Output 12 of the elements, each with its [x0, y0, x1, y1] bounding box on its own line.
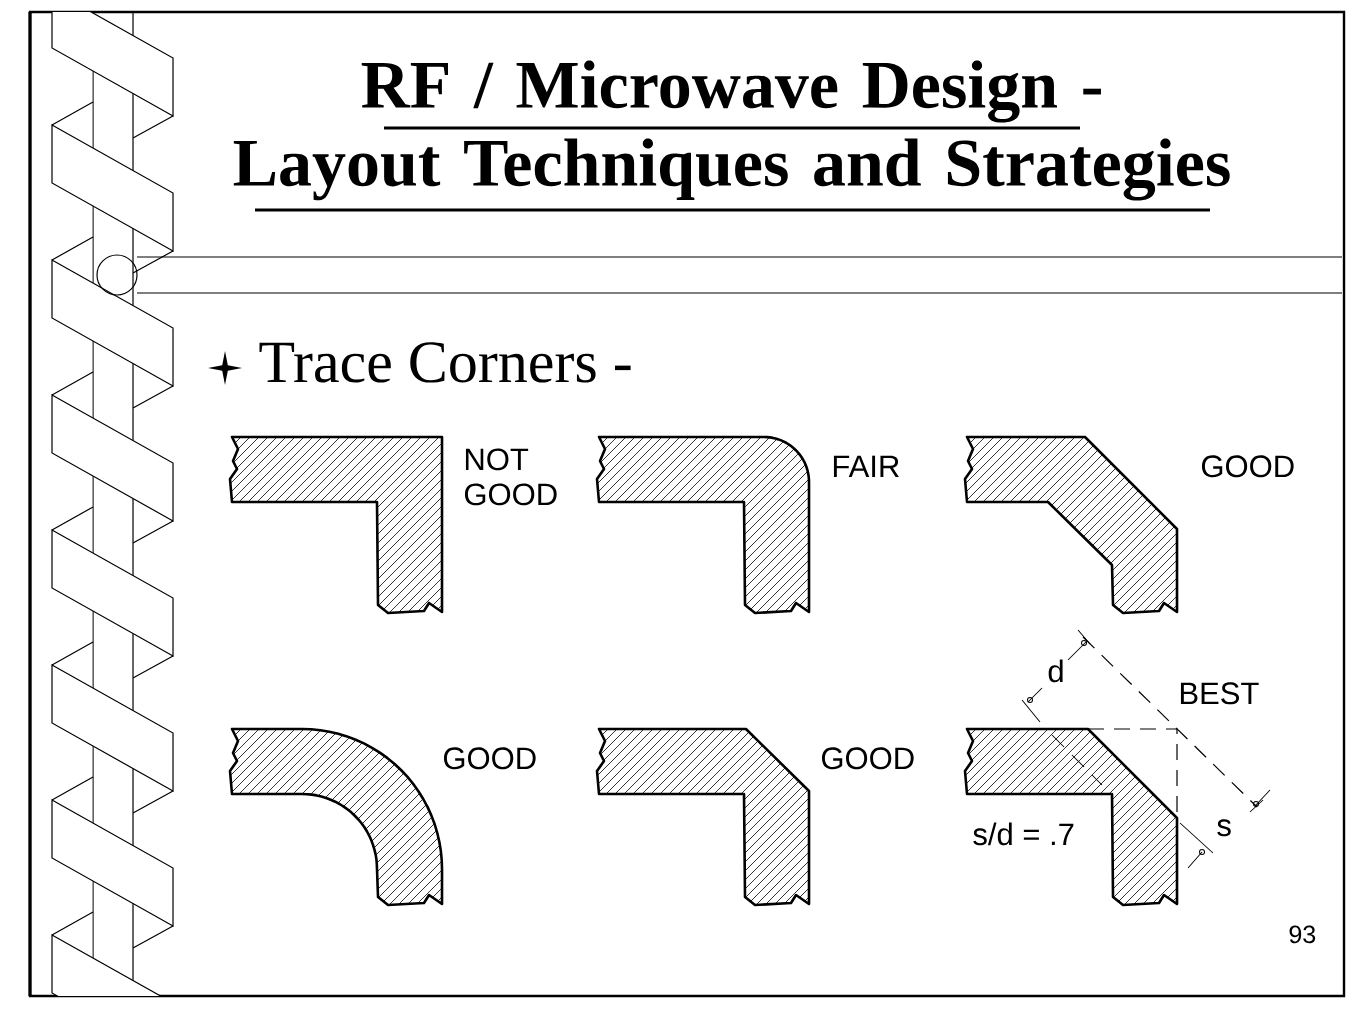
section-heading: Trace Corners -	[259, 342, 631, 383]
corner-label: GOOD	[822, 747, 914, 770]
corner-label: GOOD	[1202, 455, 1294, 478]
corner-label: BEST	[1180, 682, 1259, 705]
slide-title: RF / Microwave Design - Layout Techniques and Strategies	[233, 60, 1230, 212]
corner-label: NOT GOOD	[465, 448, 557, 506]
page-number: 93	[1289, 925, 1316, 944]
dimension-label: s	[1217, 819, 1231, 837]
dimension-label: d	[1048, 659, 1063, 683]
corner-label: FAIR	[833, 455, 899, 477]
ratio-label: s/d = .7	[973, 822, 1074, 846]
corner-label: GOOD	[444, 747, 536, 770]
